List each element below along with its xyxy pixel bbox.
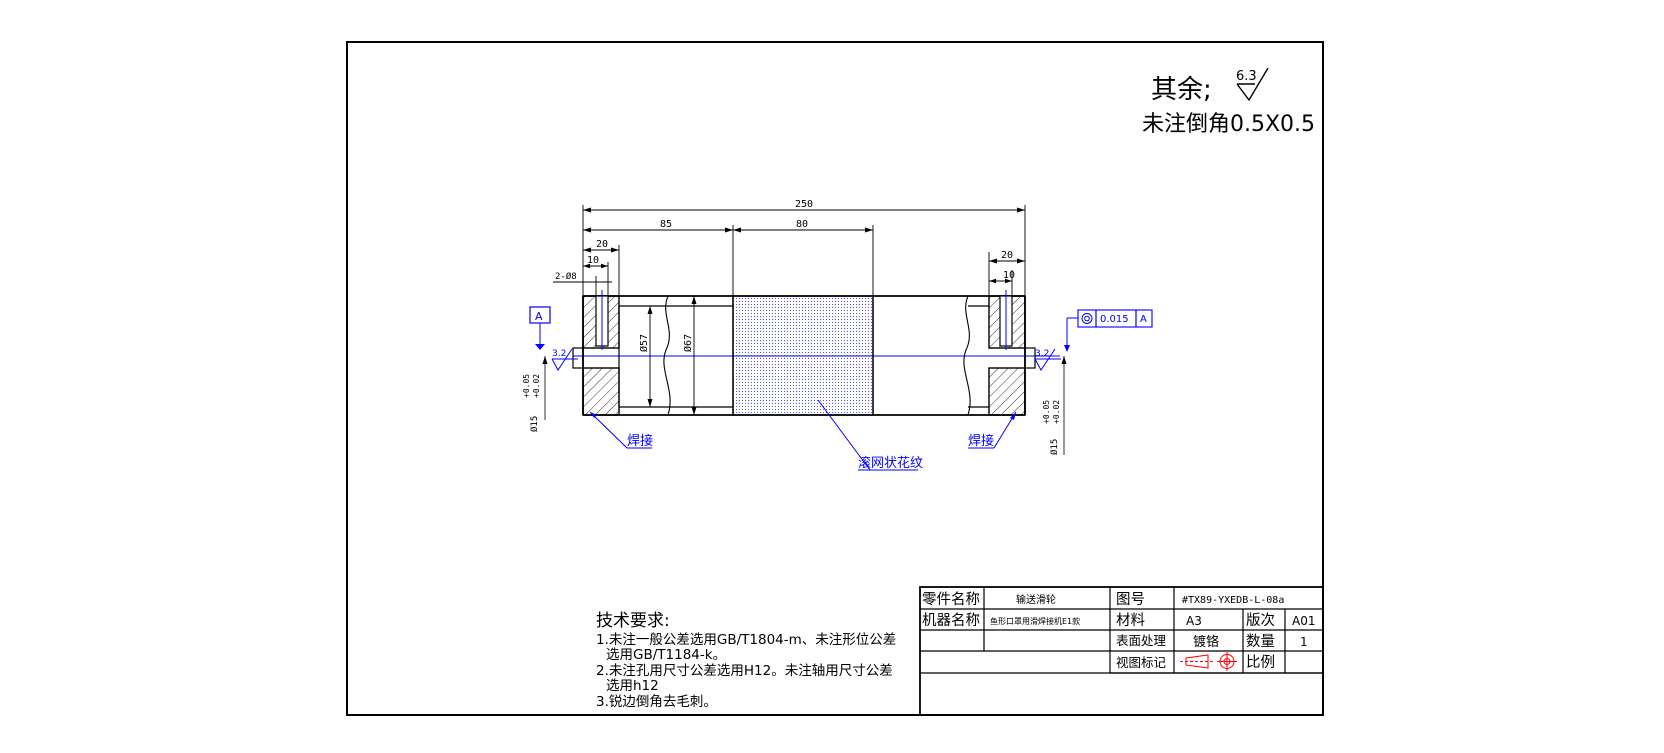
shaft-left-tol-dn: +0.02 [532,374,541,398]
left-end-plug [572,290,620,416]
tech-line-2b: 选用h12 [606,678,659,694]
part-view: 250 85 80 20 10 2-Ø8 20 10 Ø57 Ø67 +0.05… [522,199,1153,471]
chamfer-note: 未注倒角0.5X0.5 [1142,112,1315,137]
material: A3 [1186,614,1202,628]
dim-right-20: 20 [1001,250,1013,261]
weld-right-label: 焊接 [968,433,994,449]
dim-overall: 250 [795,199,813,210]
knurl-area [732,295,874,416]
weld-left-label: 焊接 [627,433,653,449]
part-name-label: 零件名称 [922,591,980,608]
tech-title: 技术要求: [596,611,670,631]
shaft-left-dia: Ø15 [529,416,540,432]
drawing-no-label: 图号 [1116,592,1145,608]
coaxiality-tolerance: 0.015 A [1064,309,1153,352]
dim-right-10: 10 [1003,270,1015,281]
shaft-right-dia: Ø15 [1049,439,1060,455]
roughness-right: 3.2 [1034,348,1061,371]
tech-line-1: 1.未注一般公差选用GB/T1804-m、未注形位公差 [596,632,896,648]
dim-left-part: 85 [660,219,672,230]
dim-left-10: 10 [587,255,599,266]
machine-label: 机器名称 [922,612,980,629]
dim-bore: Ø57 [638,334,650,352]
title-block: 零件名称 输送滑轮 图号 #TX89-YXEDB-L-08a 机器名称 鱼形口罩… [919,586,1324,716]
knurl-leader: 滚网状花纹 [817,399,923,471]
roughness-left-icon [551,348,578,371]
tech-line-1b: 选用GB/T1184-k。 [606,647,726,663]
version: A01 [1292,614,1315,628]
right-end-plug [988,290,1036,416]
break-line-right [963,295,971,416]
dim-left-20: 20 [596,239,608,250]
view-label: 视图标记 [1116,655,1167,670]
tolerance-datum: A [1140,314,1147,325]
version-label: 版次 [1246,612,1275,629]
drawing-frame [346,41,1324,716]
weld-left: 焊接 [589,411,653,449]
shaft-right-tol-dn: +0.02 [1052,400,1061,424]
material-label: 材料 [1116,612,1145,629]
weld-right: 焊接 [968,411,1017,449]
projection-symbol-icon [1180,652,1237,671]
rest-roughness-prefix: 其余; [1151,75,1212,105]
scale-label: 比例 [1246,654,1275,671]
qty: 1 [1300,635,1308,649]
dim-outer: Ø67 [682,334,694,352]
roughness-right-value: 3.2 [1035,349,1049,359]
drawing-no: #TX89-YXEDB-L-08a [1182,595,1284,606]
roughness-right-icon [1034,348,1061,371]
roughness-left: 3.2 [551,348,578,371]
tech-line-3: 3.锐边倒角去毛刺。 [596,694,717,710]
technical-requirements: 技术要求: 1.未注一般公差选用GB/T1804-m、未注形位公差 选用GB/T… [596,611,896,710]
shaft-left-tol-up: +0.05 [522,374,531,398]
dim-holes: 2-Ø8 [555,271,577,282]
dimension-arrows [583,207,1025,415]
datum-label: A [535,310,543,323]
knurl-label: 滚网状花纹 [858,455,923,471]
surface: 镀铬 [1193,634,1219,650]
tech-line-2: 2.未注孔用尺寸公差选用H12。未注轴用尺寸公差 [596,663,893,679]
part-name: 输送滑轮 [1016,593,1056,606]
datum-a: A [529,306,551,350]
machine-name: 鱼形口罩用滑焊接机E1款 [990,616,1080,626]
tolerance-value: 0.015 [1100,314,1129,325]
concentricity-icon [1081,313,1093,324]
shaft-right-tol-up: +0.05 [1042,400,1051,424]
break-line-left [663,295,671,416]
dim-knurl: 80 [796,219,808,230]
surface-label: 表面处理 [1116,633,1167,648]
rest-roughness-value: 6.3 [1236,69,1257,84]
general-notes: 其余; 6.3 未注倒角0.5X0.5 [1142,67,1315,137]
roughness-left-value: 3.2 [552,349,566,359]
roughness-symbol-icon [1236,67,1269,102]
qty-label: 数量 [1246,633,1275,650]
